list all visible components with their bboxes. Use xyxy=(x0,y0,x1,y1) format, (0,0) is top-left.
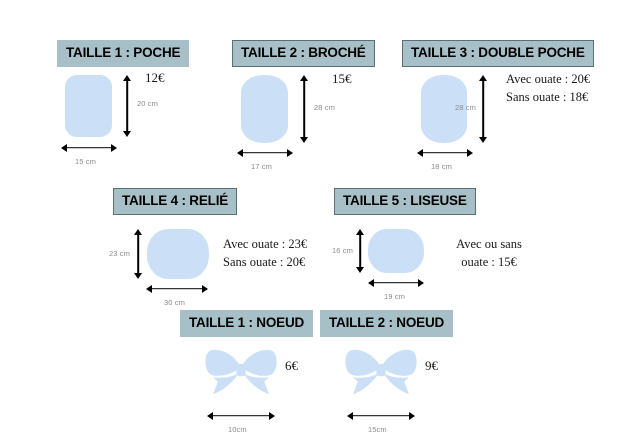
product-card-taille-1-noeud: TAILLE 1 : NOEUD 10cm 6€ xyxy=(180,310,325,434)
width-dimension-taille-5 xyxy=(368,276,424,290)
price-without-padding-taille-3: Sans ouate : 18€ xyxy=(506,89,589,104)
product-body-taille-2-broche: 28 cm 17 cm 15€ xyxy=(232,67,412,171)
arrow-right-icon xyxy=(418,278,424,287)
price-with-padding-taille-4: Avec ouate : 23€ xyxy=(223,236,308,251)
price-with-padding-taille-3: Avec ouate : 20€ xyxy=(506,71,591,86)
width-dimension-taille-4 xyxy=(146,282,208,296)
product-title-taille-1-poche: TAILLE 1 : POCHE xyxy=(57,40,190,67)
dimension-line-horizontal xyxy=(422,151,468,154)
arrow-down-icon xyxy=(479,136,487,143)
product-title-taille-4-relie: TAILLE 4 : RELIÉ xyxy=(113,188,238,215)
width-label-taille-1-noeud: 10cm xyxy=(228,424,247,434)
bow-icon-taille-1 xyxy=(205,349,277,394)
price-taille-2-noeud: 9€ xyxy=(425,357,438,373)
dimension-line-horizontal xyxy=(373,281,419,284)
arrow-down-icon xyxy=(300,136,308,143)
product-body-taille-2-noeud: 15cm 9€ xyxy=(320,337,465,434)
dimension-line-horizontal xyxy=(242,151,288,154)
price-without-padding-taille-4: Sans ouate : 20€ xyxy=(223,254,306,269)
width-dimension-taille-3 xyxy=(417,146,473,160)
dimension-line-horizontal xyxy=(151,287,203,290)
arrow-right-icon xyxy=(287,148,293,157)
product-card-taille-3-double-poche: TAILLE 3 : DOUBLE POCHE 28 cm 18 cm Avec… xyxy=(402,40,632,171)
dimension-line-vertical xyxy=(359,233,361,268)
shape-horizontal-oval-taille-5 xyxy=(368,228,424,273)
arrow-right-icon xyxy=(409,411,415,420)
shape-vertical-pill-taille-2 xyxy=(241,74,288,143)
height-dimension-taille-3 xyxy=(475,74,491,143)
product-card-taille-4-relie: TAILLE 4 : RELIÉ 23 cm 30 cm Avec ouate … xyxy=(109,188,363,315)
width-dimension-taille-1-noeud xyxy=(207,409,275,423)
shape-vertical-pill-taille-3 xyxy=(421,74,467,143)
product-card-taille-2-noeud: TAILLE 2 : NOEUD 15cm 9€ xyxy=(320,310,465,434)
height-label-taille-5: 16 cm xyxy=(332,245,353,255)
width-label-taille-4: 30 cm xyxy=(164,297,185,307)
price-line-2-taille-5: ouate : 15€ xyxy=(461,254,517,269)
arrow-up-icon xyxy=(123,74,131,81)
arrow-left-icon xyxy=(347,411,353,420)
dimension-line-vertical xyxy=(126,79,128,132)
width-label-taille-2: 17 cm xyxy=(251,161,272,171)
width-label-taille-3: 18 cm xyxy=(431,161,452,171)
arrow-up-icon xyxy=(356,228,364,235)
width-dimension-taille-2-noeud xyxy=(347,409,415,423)
dimension-line-vertical xyxy=(137,233,139,274)
shape-rounded-rectangle-taille-1 xyxy=(65,74,112,137)
arrow-left-icon xyxy=(146,284,152,293)
height-dimension-taille-2 xyxy=(296,74,312,143)
arrow-down-icon xyxy=(123,130,131,137)
product-title-taille-1-noeud: TAILLE 1 : NOEUD xyxy=(180,310,314,337)
width-dimension-taille-1 xyxy=(61,141,117,155)
arrow-down-icon xyxy=(356,266,364,273)
width-dimension-taille-2 xyxy=(237,146,293,160)
dimension-line-horizontal xyxy=(66,146,112,149)
height-dimension-taille-5 xyxy=(352,228,368,273)
bow-icon-taille-2 xyxy=(345,349,417,394)
arrow-left-icon xyxy=(368,278,374,287)
product-title-taille-2-noeud: TAILLE 2 : NOEUD xyxy=(320,310,454,337)
arrow-up-icon xyxy=(479,74,487,81)
arrow-right-icon xyxy=(202,284,208,293)
width-label-taille-2-noeud: 15cm xyxy=(368,424,387,434)
height-dimension-taille-4 xyxy=(130,228,146,279)
product-card-taille-2-broche: TAILLE 2 : BROCHÉ 28 cm 17 cm 15€ xyxy=(232,40,412,171)
product-body-taille-3-double-poche: 28 cm 18 cm Avec ouate : 20€ Sans ouate … xyxy=(402,67,632,171)
product-card-taille-5-liseuse: TAILLE 5 : LISEUSE 16 cm 19 cm Avec ou s… xyxy=(332,188,564,315)
arrow-up-icon xyxy=(300,74,308,81)
arrow-left-icon xyxy=(237,148,243,157)
product-title-taille-5-liseuse: TAILLE 5 : LISEUSE xyxy=(334,188,476,215)
price-taille-2: 15€ xyxy=(332,70,352,86)
dimension-line-horizontal xyxy=(212,414,270,417)
dimension-line-vertical xyxy=(482,79,484,138)
dimension-line-horizontal xyxy=(352,414,410,417)
product-body-taille-1-noeud: 10cm 6€ xyxy=(180,337,325,434)
price-taille-1: 12€ xyxy=(145,69,165,85)
arrow-down-icon xyxy=(134,272,142,279)
price-taille-1-noeud: 6€ xyxy=(285,357,298,373)
product-body-taille-4-relie: 23 cm 30 cm Avec ouate : 23€ Sans ouate … xyxy=(109,215,363,315)
arrow-left-icon xyxy=(417,148,423,157)
height-label-taille-2: 28 cm xyxy=(314,102,335,112)
width-label-taille-5: 19 cm xyxy=(384,291,405,301)
height-label-taille-4: 23 cm xyxy=(109,248,130,258)
height-label-taille-1: 20 cm xyxy=(137,98,158,108)
price-line-1-taille-5: Avec ou sans xyxy=(456,236,522,251)
height-dimension-taille-1 xyxy=(119,74,135,137)
arrow-right-icon xyxy=(111,143,117,152)
product-body-taille-5-liseuse: 16 cm 19 cm Avec ou sans ouate : 15€ xyxy=(332,215,564,315)
width-label-taille-1: 15 cm xyxy=(75,156,96,166)
shape-horizontal-oval-taille-4 xyxy=(147,228,209,279)
arrow-left-icon xyxy=(61,143,67,152)
arrow-right-icon xyxy=(269,411,275,420)
product-title-taille-2-broche: TAILLE 2 : BROCHÉ xyxy=(232,40,375,67)
arrow-up-icon xyxy=(134,228,142,235)
height-label-taille-3: 28 cm xyxy=(455,102,476,112)
dimension-line-vertical xyxy=(303,79,305,138)
product-title-taille-3-double-poche: TAILLE 3 : DOUBLE POCHE xyxy=(402,40,594,67)
product-body-taille-1-poche: 20 cm 15 cm 12€ xyxy=(57,67,232,167)
arrow-left-icon xyxy=(207,411,213,420)
arrow-right-icon xyxy=(467,148,473,157)
product-card-taille-1-poche: TAILLE 1 : POCHE 20 cm 15 cm 12€ xyxy=(57,40,232,167)
